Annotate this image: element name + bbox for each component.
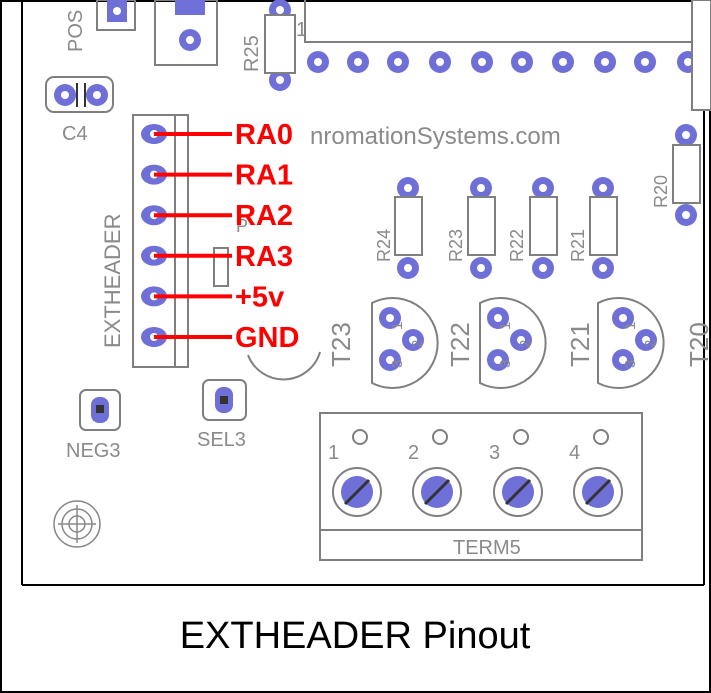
svg-text:1: 1: [389, 322, 406, 330]
resistor-r25: R25: [241, 0, 296, 91]
svg-text:3: 3: [389, 360, 406, 368]
extheader-connector: EXTHEADER: [100, 114, 189, 368]
svg-text:3: 3: [497, 360, 514, 368]
r22-label: R22: [507, 229, 527, 262]
svg-text:2: 2: [409, 340, 426, 348]
transistor-t21: T21 1 2 3: [565, 297, 665, 389]
c4-label: C4: [62, 123, 88, 145]
pin-label-5v: +5v: [235, 281, 284, 313]
mounting-hole-icon: [53, 500, 101, 548]
jumper-sel3: SEL3: [197, 379, 247, 451]
sel3-label: SEL3: [197, 429, 246, 451]
t20-label: T20: [684, 322, 711, 367]
transistor-t23: T23 1 2 3: [326, 297, 439, 389]
terminal-4-number: 4: [569, 442, 580, 464]
jumper-neg3: NEG3: [66, 389, 121, 462]
resistor-r21: R21: [568, 177, 618, 279]
resistor-r24: R24: [374, 177, 423, 279]
t22-label: T22: [445, 322, 475, 367]
pin1-marker: 1: [296, 19, 307, 41]
top-left-partial-component: POS: [65, 0, 136, 52]
terminal-2-number: 2: [408, 442, 419, 464]
pin-label-gnd: GND: [235, 322, 299, 354]
t23-label: T23: [326, 322, 356, 367]
transistor-t22: T22 1 2 3: [445, 297, 547, 389]
r24-label: R24: [374, 229, 394, 262]
resistor-r23: R23: [446, 177, 496, 279]
r21-label: R21: [568, 229, 588, 262]
svg-text:2: 2: [642, 340, 659, 348]
website-text: nromationSystems.com: [310, 123, 561, 150]
t21-label: T21: [565, 322, 595, 367]
pos-label: POS: [65, 10, 87, 52]
r23-label: R23: [446, 229, 466, 262]
r20-label: R20: [651, 175, 671, 208]
svg-text:2: 2: [517, 340, 534, 348]
extheader-label: EXTHEADER: [100, 214, 125, 348]
top-connector-partial: [154, 0, 218, 66]
terminal-1-number: 1: [328, 442, 339, 464]
terminal-3-number: 3: [489, 442, 500, 464]
capacitor-c4: C4: [45, 76, 114, 145]
ic-socket-row: 1: [296, 0, 711, 73]
terminal-2: 2: [408, 429, 462, 517]
neg3-label: NEG3: [66, 440, 120, 462]
pin-label-ra1: RA1: [235, 160, 293, 192]
transistor-t20-partial: T20: [684, 322, 711, 367]
svg-text:P: P: [236, 216, 248, 236]
terminal-1: 1: [328, 429, 382, 517]
terminal-3: 3: [489, 429, 543, 517]
resistor-r20: R20: [651, 124, 701, 226]
diagram-caption: EXTHEADER Pinout: [180, 615, 531, 657]
r25-label: R25: [241, 35, 263, 72]
terminal-4: 4: [569, 429, 623, 517]
pin-label-ra2: RA2: [235, 200, 293, 232]
term5-label: TERM5: [453, 537, 521, 559]
svg-text:3: 3: [622, 360, 639, 368]
terminal-block-term5: TERM5 1 2 3 4: [319, 412, 643, 561]
pin-label-ra3: RA3: [235, 241, 293, 273]
svg-text:1: 1: [497, 322, 514, 330]
pin-label-ra0: RA0: [235, 119, 293, 151]
svg-text:1: 1: [622, 322, 639, 330]
resistor-r22: R22: [507, 177, 558, 279]
